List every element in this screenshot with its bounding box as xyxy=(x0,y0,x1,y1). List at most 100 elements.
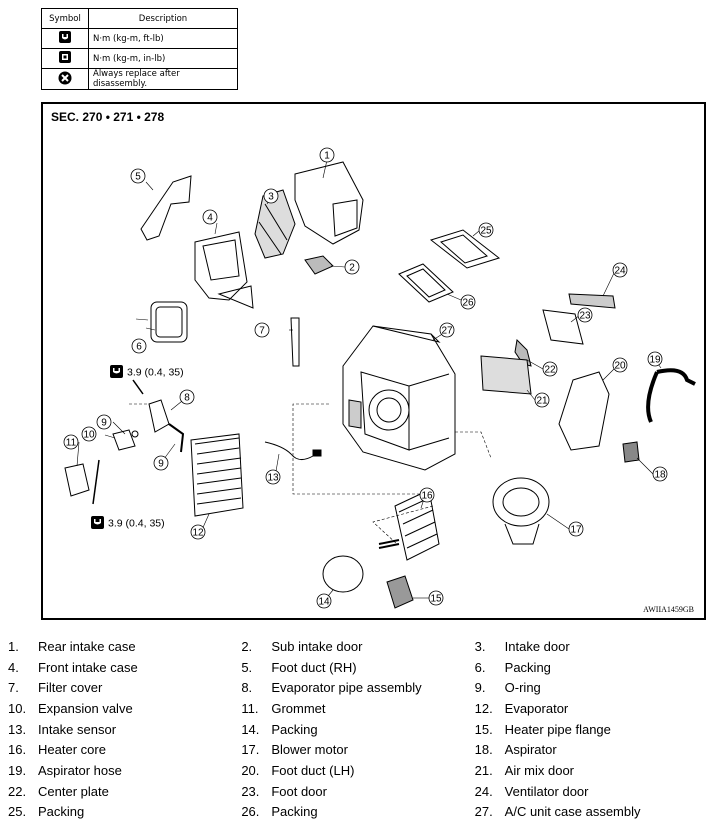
legend-number: 4. xyxy=(8,659,19,675)
callout-4: 4 xyxy=(202,209,218,225)
callout-18: 18 xyxy=(652,466,668,482)
legend-name: Ventilator door xyxy=(504,783,589,799)
callout-5: 5 xyxy=(130,168,146,184)
legend-item: 16. Heater core xyxy=(8,742,241,757)
legend-item: 27.A/C unit case assembly xyxy=(475,804,708,819)
callout-text: 3 xyxy=(268,192,274,203)
legend-name: O-ring xyxy=(504,680,541,696)
callout-text: 10 xyxy=(83,430,95,441)
legend-row: 1.Rear intake case 2.Sub intake door 3.I… xyxy=(8,636,708,657)
torque-value: 3.9 (0.4, 35) xyxy=(108,518,165,530)
callout-text: 2 xyxy=(349,263,355,274)
callout-7: 7 xyxy=(254,322,270,338)
symbol-description: N·m (kg-m, in-lb) xyxy=(88,48,238,69)
callout-text: 12 xyxy=(192,528,204,539)
symbol-table: Symbol Description N·m (kg-m, ft-lb) N·m… xyxy=(41,8,238,90)
legend-name: Aspirator hose xyxy=(38,762,122,778)
legend-name: Evaporator pipe assembly xyxy=(271,680,422,696)
legend-number: 23. xyxy=(241,783,260,799)
callout-3: 3 xyxy=(263,188,279,204)
symbol-header: Symbol xyxy=(41,8,89,29)
assembly-lines xyxy=(129,403,492,545)
callout-text: 1 xyxy=(324,151,330,162)
legend-row: 16. Heater core 17.Blower motor 18.Aspira… xyxy=(8,739,708,760)
symbol-cell xyxy=(41,68,89,90)
always-replace-icon xyxy=(58,71,72,84)
figure-id: AWIIA1459GB xyxy=(643,605,694,614)
legend-item: 17.Blower motor xyxy=(241,742,474,757)
legend-number: 19. xyxy=(8,762,27,778)
callout-10: 10 xyxy=(81,426,97,442)
legend-item: 20. Foot duct (LH) xyxy=(241,763,474,778)
torque-label-top: 3.9 (0.4, 35) xyxy=(110,365,184,379)
legend-row: 10.Expansion valve 11.Grommet 12.Evapora… xyxy=(8,698,708,719)
description-header: Description xyxy=(88,8,238,29)
legend-name: Air mix door xyxy=(504,762,575,778)
callout-text: 20 xyxy=(614,361,626,372)
legend-item: 7.Filter cover xyxy=(8,680,241,695)
legend-number: 16. xyxy=(8,742,27,758)
legend-item: 25.Packing xyxy=(8,804,241,819)
legend-name: Front intake case xyxy=(38,659,138,675)
callout-24: 24 xyxy=(612,262,628,278)
callout-text: 25 xyxy=(480,226,492,237)
callout-22: 22 xyxy=(542,361,558,377)
legend-number: 22. xyxy=(8,783,27,799)
legend-name: Packing xyxy=(271,721,318,737)
callout-2: 2 xyxy=(344,259,360,275)
legend-item: 4. Front intake case xyxy=(8,660,241,675)
legend-item: 12.Evaporator xyxy=(475,701,708,716)
legend-number: 12. xyxy=(474,700,493,716)
callout-text: 26 xyxy=(462,298,474,309)
torque-wrench-small-icon xyxy=(59,51,71,63)
symbol-description: Always replace after disassembly. xyxy=(88,68,238,90)
legend-item: 5.Foot duct (RH) xyxy=(241,660,474,675)
legend-number: 24. xyxy=(474,783,493,799)
legend-item: 24. Ventilator door xyxy=(475,784,708,799)
callout-text: 5 xyxy=(135,172,141,183)
torque-label-bottom: 3.9 (0.4, 35) xyxy=(91,516,165,530)
diagram-drawing: 1 2 3 4 5 6 7 8 9 9 10 11 12 13 14 15 16… xyxy=(63,147,696,609)
legend-item: 26.Packing xyxy=(241,804,474,819)
callout-9: 9 xyxy=(96,414,112,430)
callout-text: 18 xyxy=(654,470,666,481)
callout-text: 19 xyxy=(649,355,661,366)
legend-name: Heater core xyxy=(38,742,106,758)
legend-item: 21. Air mix door xyxy=(475,763,708,778)
legend-name: Foot duct (LH) xyxy=(271,762,355,778)
callout-text: 15 xyxy=(430,594,442,605)
callout-text: 14 xyxy=(318,597,330,608)
legend-name: Center plate xyxy=(38,783,109,799)
legend-item: 13.Intake sensor xyxy=(8,722,241,737)
legend-name: Heater pipe flange xyxy=(504,721,611,737)
legend-name: Intake door xyxy=(504,638,570,654)
legend-number: 8. xyxy=(241,680,253,696)
legend-number: 20. xyxy=(241,762,260,778)
legend-row: 25.Packing 26.Packing 27.A/C unit case a… xyxy=(8,802,708,823)
callout-1: 1 xyxy=(319,147,335,163)
legend-number: 5. xyxy=(241,659,253,675)
legend-item: 11.Grommet xyxy=(241,701,474,716)
legend-number: 26. xyxy=(241,804,260,820)
legend-row: 13.Intake sensor 14.Packing 15.Heater pi… xyxy=(8,719,708,740)
exploded-view-diagram: SEC. 270 • 271 • 278 xyxy=(41,102,706,620)
callout-14: 14 xyxy=(316,593,332,609)
callout-13: 13 xyxy=(265,469,281,485)
legend-row: 19. Aspirator hose 20. Foot duct (LH) 21. A… xyxy=(8,760,708,781)
legend-item: 19. Aspirator hose xyxy=(8,763,241,778)
legend-name: Filter cover xyxy=(38,680,103,696)
callout-text: 8 xyxy=(184,393,190,404)
callout-text: 13 xyxy=(267,473,279,484)
legend-item: 18.Aspirator xyxy=(475,742,708,757)
symbol-description: N·m (kg-m, ft-lb) xyxy=(88,28,238,49)
legend-number: 18. xyxy=(474,742,493,758)
legend-number: 3. xyxy=(474,638,486,654)
legend-number: 21. xyxy=(474,762,493,778)
callout-6: 6 xyxy=(131,338,147,354)
callout-20: 20 xyxy=(612,357,628,373)
legend-item: 3. Intake door xyxy=(475,639,708,654)
legend-name: Rear intake case xyxy=(38,638,136,654)
callout-text: 11 xyxy=(66,438,77,449)
callout-text: 17 xyxy=(570,525,582,536)
callouts: 1 2 3 4 5 6 7 8 9 9 10 11 12 13 14 15 16… xyxy=(63,147,668,609)
